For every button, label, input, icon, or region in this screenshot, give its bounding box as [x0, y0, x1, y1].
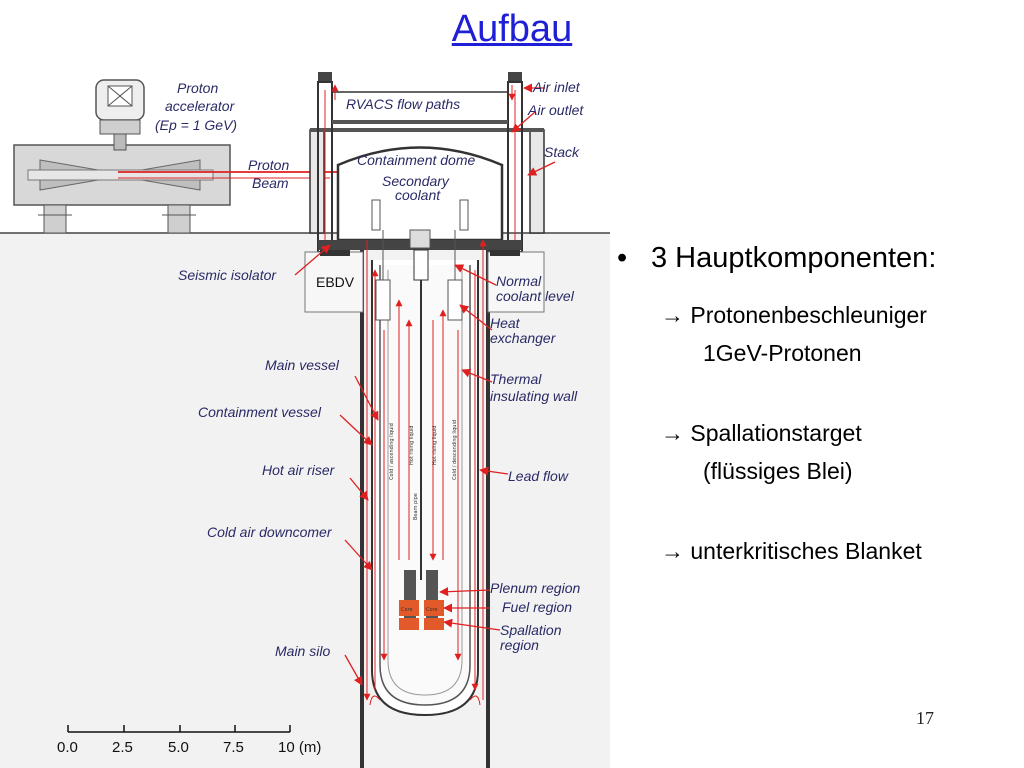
label-plenum-region: Plenum region	[490, 580, 580, 596]
label-air-inlet: Air inlet	[532, 79, 581, 95]
inner-label-5: Beam pipe	[413, 493, 419, 520]
bullet-item-1-line1: → Protonenbeschleuniger	[661, 302, 927, 328]
slide-title: Aufbau	[451, 8, 573, 50]
label-main-vessel: Main vessel	[265, 357, 340, 373]
bullet-marker: •	[617, 242, 628, 274]
label-secondary-coolant-2: coolant	[395, 187, 441, 203]
scale-tick-1: 2.5	[112, 739, 133, 756]
scale-tick-2: 5.0	[168, 739, 189, 756]
bullet-main: • 3 Hauptkomponenten:	[617, 240, 1017, 276]
core-label-right: Core	[426, 607, 438, 613]
label-heat-exchanger-2: exchanger	[490, 330, 557, 346]
inner-label-1: Cold / ascending liquid	[389, 423, 395, 480]
target-assembly: Core Core	[375, 230, 463, 630]
reactor-diagram: Core Core Cold / ascending liquid Hot ri…	[0, 72, 610, 768]
bullet-list: • 3 Hauptkomponenten: → Protonenbeschleun…	[617, 240, 1017, 570]
label-thermal-wall-1: Thermal	[490, 371, 542, 387]
inner-label-3: Hot rising liquid	[432, 426, 438, 465]
label-proton-accelerator-3: (Ep = 1 GeV)	[155, 117, 237, 133]
label-seismic-isolator: Seismic isolator	[178, 267, 277, 283]
label-spallation-region-2: region	[500, 637, 539, 653]
scale-tick-4: 10 (m)	[278, 739, 321, 756]
label-proton-beam-2: Beam	[252, 175, 289, 191]
core-label-left: Core	[401, 607, 413, 613]
label-proton-accelerator-2: accelerator	[165, 98, 236, 114]
label-fuel-region: Fuel region	[502, 599, 572, 615]
containment-dome	[318, 146, 522, 250]
inner-label-2: Hot rising liquid	[409, 426, 415, 465]
leader-lines	[294, 83, 556, 686]
label-air-outlet: Air outlet	[527, 102, 584, 118]
flow-arrows	[331, 84, 516, 706]
label-main-silo: Main silo	[275, 643, 330, 659]
inner-label-4: Cold / descending liquid	[452, 420, 458, 480]
scale-tick-0: 0.0	[57, 739, 78, 756]
label-hot-air-riser: Hot air riser	[262, 462, 336, 478]
label-proton-accelerator-1: Proton	[177, 80, 218, 96]
page-number: 17	[916, 708, 934, 728]
bullet-item-1-line2: 1GeV-Protonen	[703, 340, 862, 366]
bullet-item-2-line2: (flüssiges Blei)	[703, 458, 853, 484]
label-containment-dome: Containment dome	[357, 152, 476, 168]
label-proton-beam-1: Proton	[248, 157, 289, 173]
ground	[0, 233, 610, 768]
label-cold-air-downcomer: Cold air downcomer	[207, 524, 333, 540]
label-normal-coolant-2: coolant level	[496, 288, 575, 304]
bullet-main-text: 3 Hauptkomponenten:	[651, 242, 937, 274]
label-heat-exchanger-1: Heat	[490, 315, 521, 331]
bullet-item-2-line1: → Spallationstarget	[661, 420, 862, 446]
label-secondary-coolant-1: Secondary	[382, 173, 450, 189]
label-rvacs-flow-paths: RVACS flow paths	[346, 96, 460, 112]
label-containment-vessel: Containment vessel	[198, 404, 322, 420]
label-lead-flow: Lead flow	[508, 468, 569, 484]
label-stack: Stack	[544, 144, 580, 160]
label-ebdv: EBDV	[316, 274, 355, 290]
scale-tick-3: 7.5	[223, 739, 244, 756]
label-spallation-region-1: Spallation	[500, 622, 562, 638]
proton-accelerator	[13, 79, 231, 234]
label-normal-coolant-1: Normal	[496, 273, 542, 289]
scale-bar: 0.0 2.5 5.0 7.5 10 (m)	[57, 725, 321, 756]
label-thermal-wall-2: insulating wall	[490, 388, 578, 404]
bullet-item-3-line1: → unterkritisches Blanket	[661, 538, 922, 564]
